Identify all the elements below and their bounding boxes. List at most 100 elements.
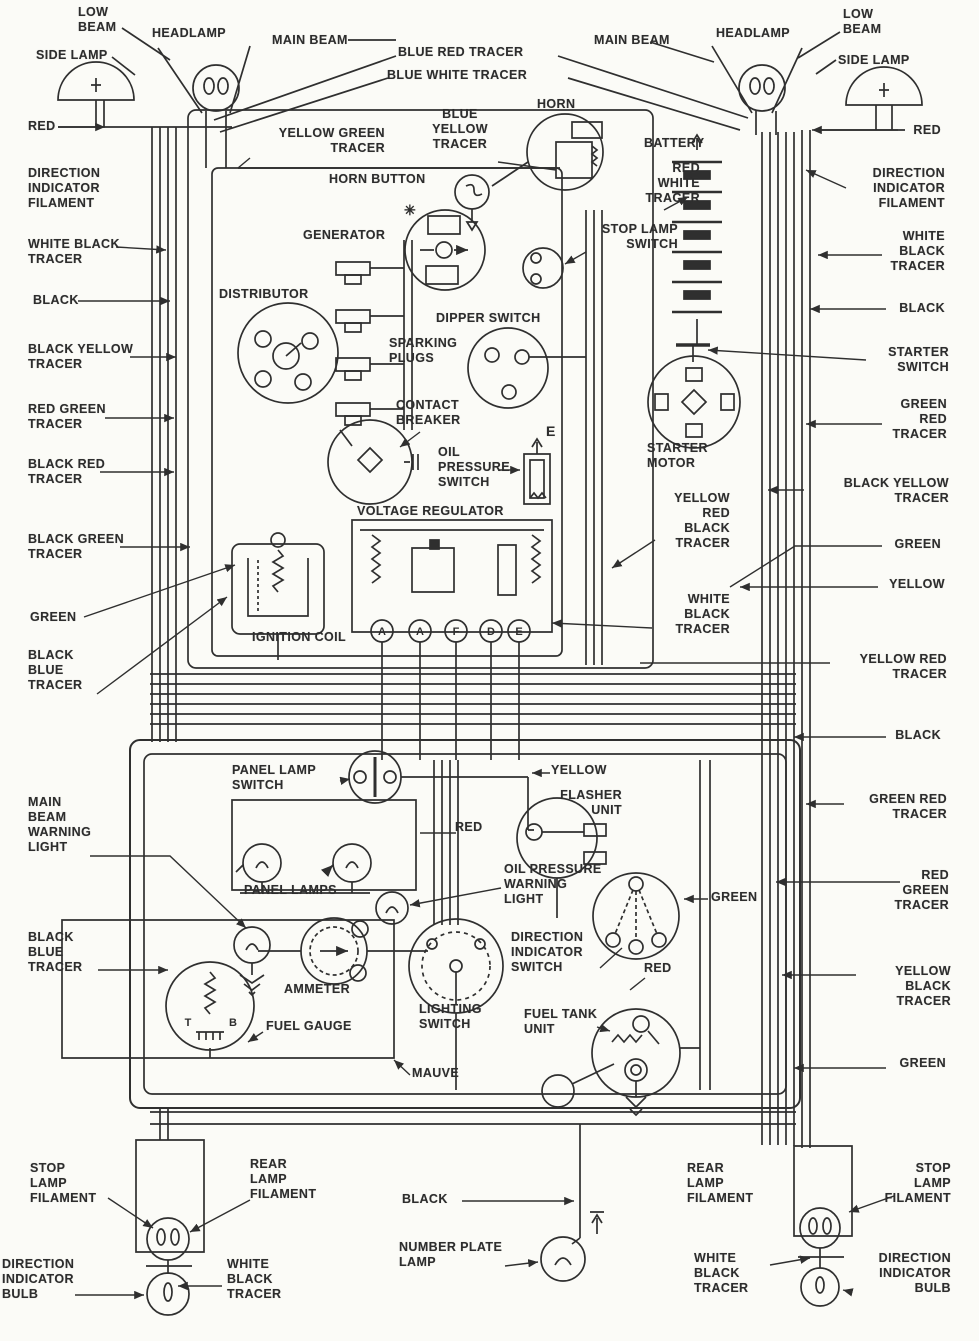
label-black-blue-tracer-left-upper: BLACK BLUE TRACER: [28, 648, 83, 692]
label-green-red-tracer-right2: GREEN RED TRACER: [869, 792, 947, 821]
label-rear-lamp-filament-bottom-left: REAR LAMP FILAMENT: [250, 1157, 317, 1201]
label-yellow-red-black-tracer: YELLOW RED BLACK TRACER: [674, 491, 730, 550]
label-yellow-red-tracer-right: YELLOW RED TRACER: [859, 652, 947, 681]
label-blue-red-tracer: BLUE RED TRACER: [398, 45, 524, 59]
label-rear-lamp-filament-bottom-right: REAR LAMP FILAMENT: [687, 1161, 754, 1205]
label-white-black-tracer-right: WHITE BLACK TRACER: [890, 229, 945, 273]
main-beam-warning-light: [234, 927, 270, 995]
label-yellow-black-tracer-right: YELLOW BLACK TRACER: [895, 964, 951, 1008]
direction-indicator-switch: [593, 873, 679, 959]
regulator-terminal-e: E: [515, 626, 522, 638]
ammeter: [301, 918, 368, 984]
battery: [672, 135, 722, 340]
label-dipper-switch: DIPPER SWITCH: [436, 311, 541, 325]
label-white-black-tracer-bottom-right: WHITE BLACK TRACER: [694, 1251, 749, 1295]
voltage-regulator: [352, 520, 552, 642]
label-headlamp-right: HEADLAMP: [716, 26, 791, 40]
label-red-mid2: RED: [644, 961, 672, 975]
fuel-gauge-terminal-b: B: [229, 1017, 237, 1029]
label-direction-indicator-bulb-bottom-left: DIRECTION INDICATOR BULB: [2, 1257, 75, 1301]
stop-lamp-switch-component: [523, 248, 563, 288]
label-starter-switch: STARTER SWITCH: [888, 345, 949, 374]
label-direction-indicator-bulb-bottom-right: DIRECTION INDICATOR BULB: [878, 1251, 951, 1295]
label-red-green-tracer-left: RED GREEN TRACER: [28, 402, 106, 431]
label-yellow-right: YELLOW: [889, 577, 945, 591]
label-stop-lamp-filament-bottom-right: STOP LAMP FILAMENT: [884, 1161, 951, 1205]
label-black-right2: BLACK: [895, 728, 941, 742]
dipper-switch: [468, 328, 586, 408]
sparking-plugs: [336, 240, 412, 430]
label-black-green-tracer-left: BLACK GREEN TRACER: [28, 532, 125, 561]
label-yellow-mid: YELLOW: [551, 763, 607, 777]
headlamp-right: [712, 46, 802, 113]
label-fuel-tank-unit: FUEL TANK UNIT: [524, 1007, 598, 1036]
label-low-beam-right: LOW BEAM: [843, 7, 882, 36]
rear-lamp-left-box: [136, 1140, 204, 1252]
label-earth-terminal-e: E: [546, 423, 556, 439]
label-black-right: BLACK: [899, 301, 945, 315]
label-sparking-plugs: SPARKING PLUGS: [389, 336, 458, 365]
label-flasher-unit: FLASHER UNIT: [560, 788, 622, 817]
label-black-bottom: BLACK: [402, 1192, 448, 1206]
label-black-yellow-tracer-right: BLACK YELLOW TRACER: [843, 476, 949, 505]
number-plate-lamp: [541, 1212, 604, 1281]
label-stop-lamp-switch: STOP LAMP SWITCH: [601, 222, 678, 251]
label-main-beam-right: MAIN BEAM: [594, 33, 670, 47]
side-lamp-left: [58, 62, 134, 100]
ignition-coil: [232, 533, 324, 660]
label-lighting-switch: LIGHTING SWITCH: [419, 1002, 482, 1031]
label-green-left: GREEN: [30, 610, 77, 624]
horn: [492, 114, 603, 190]
label-battery: BATTERY: [644, 136, 705, 150]
label-distributor: DISTRIBUTOR: [219, 287, 309, 301]
label-white-black-tracer-mid: WHITE BLACK TRACER: [675, 592, 730, 636]
label-generator-mark: ✳: [404, 202, 417, 218]
label-black-blue-tracer-left-lower: BLACK BLUE TRACER: [28, 930, 83, 974]
label-direction-indicator-filament-right: DIRECTION INDICATOR FILAMENT: [872, 166, 945, 210]
label-main-beam-left: MAIN BEAM: [272, 33, 348, 47]
rear-lamp-right-box: [794, 1146, 852, 1236]
label-number-plate-lamp: NUMBER PLATE LAMP: [399, 1240, 503, 1269]
label-ammeter: AMMETER: [284, 982, 350, 996]
generator: [405, 210, 485, 290]
flasher-unit: [517, 798, 606, 878]
lighting-switch: [409, 919, 503, 1013]
label-blue-yellow-tracer: BLUE YELLOW TRACER: [432, 107, 488, 151]
label-low-beam-left: LOW BEAM: [78, 5, 117, 34]
leader-lines: [58, 122, 900, 1300]
label-black-red-tracer-left: BLACK RED TRACER: [28, 457, 106, 486]
oil-pressure-warning-light: [376, 892, 408, 924]
fuel-tank-unit: [542, 1009, 680, 1115]
label-blue-white-tracer: BLUE WHITE TRACER: [387, 68, 528, 82]
label-red-left: RED: [28, 119, 56, 133]
regulator-terminal-a2: A: [416, 626, 424, 638]
mid-wire-bus: [150, 642, 796, 760]
label-horn-button: HORN BUTTON: [329, 172, 426, 186]
label-side-lamp-left: SIDE LAMP: [36, 48, 108, 62]
label-black-left: BLACK: [33, 293, 79, 307]
label-mauve: MAUVE: [412, 1066, 460, 1080]
label-main-beam-warning-light: MAIN BEAM WARNING LIGHT: [28, 795, 92, 854]
label-headlamp-left: HEADLAMP: [152, 26, 227, 40]
label-oil-pressure-warning-light: OIL PRESSURE WARNING LIGHT: [504, 862, 602, 906]
label-green-mid: GREEN: [711, 890, 758, 904]
label-voltage-regulator: VOLTAGE REGULATOR: [357, 504, 504, 518]
starter-switch: [676, 340, 710, 362]
label-contact-breaker: CONTACT BREAKER: [396, 398, 461, 427]
label-direction-indicator-filament-left: DIRECTION INDICATOR FILAMENT: [28, 166, 101, 210]
label-fuel-gauge: FUEL GAUGE: [266, 1019, 352, 1033]
fuel-gauge-terminal-t: T: [185, 1017, 192, 1029]
fuel-gauge: [166, 962, 254, 1050]
label-red-white-tracer: RED WHITE TRACER: [645, 161, 700, 205]
contact-breaker: [328, 420, 418, 504]
distributor: [238, 303, 338, 403]
starter-motor: [648, 356, 740, 448]
label-ignition-coil: IGNITION COIL: [252, 630, 347, 644]
panel-lamp-switch: [349, 751, 401, 803]
dash-internal-wires: [210, 760, 710, 1090]
label-green-red-tracer-right: GREEN RED TRACER: [892, 397, 947, 441]
label-red-green-tracer-right: RED GREEN TRACER: [894, 868, 949, 912]
label-white-black-tracer-bottom-left: WHITE BLACK TRACER: [227, 1257, 282, 1301]
right-wire-bus: [756, 105, 905, 1148]
